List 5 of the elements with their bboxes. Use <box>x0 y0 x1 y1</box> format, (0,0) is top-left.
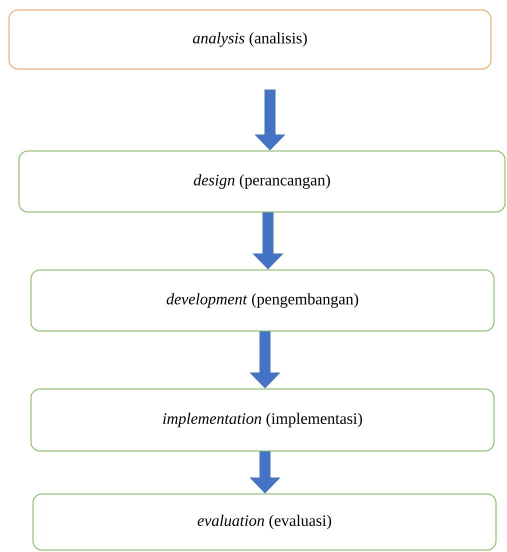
process-box: development (pengembangan) <box>30 270 494 332</box>
process-box: implementation (implementasi) <box>30 388 494 452</box>
process-box: design (perancangan) <box>18 150 506 212</box>
process-box: analysis (analisis) <box>8 10 492 70</box>
process-box: evaluation (evaluasi) <box>32 494 496 550</box>
